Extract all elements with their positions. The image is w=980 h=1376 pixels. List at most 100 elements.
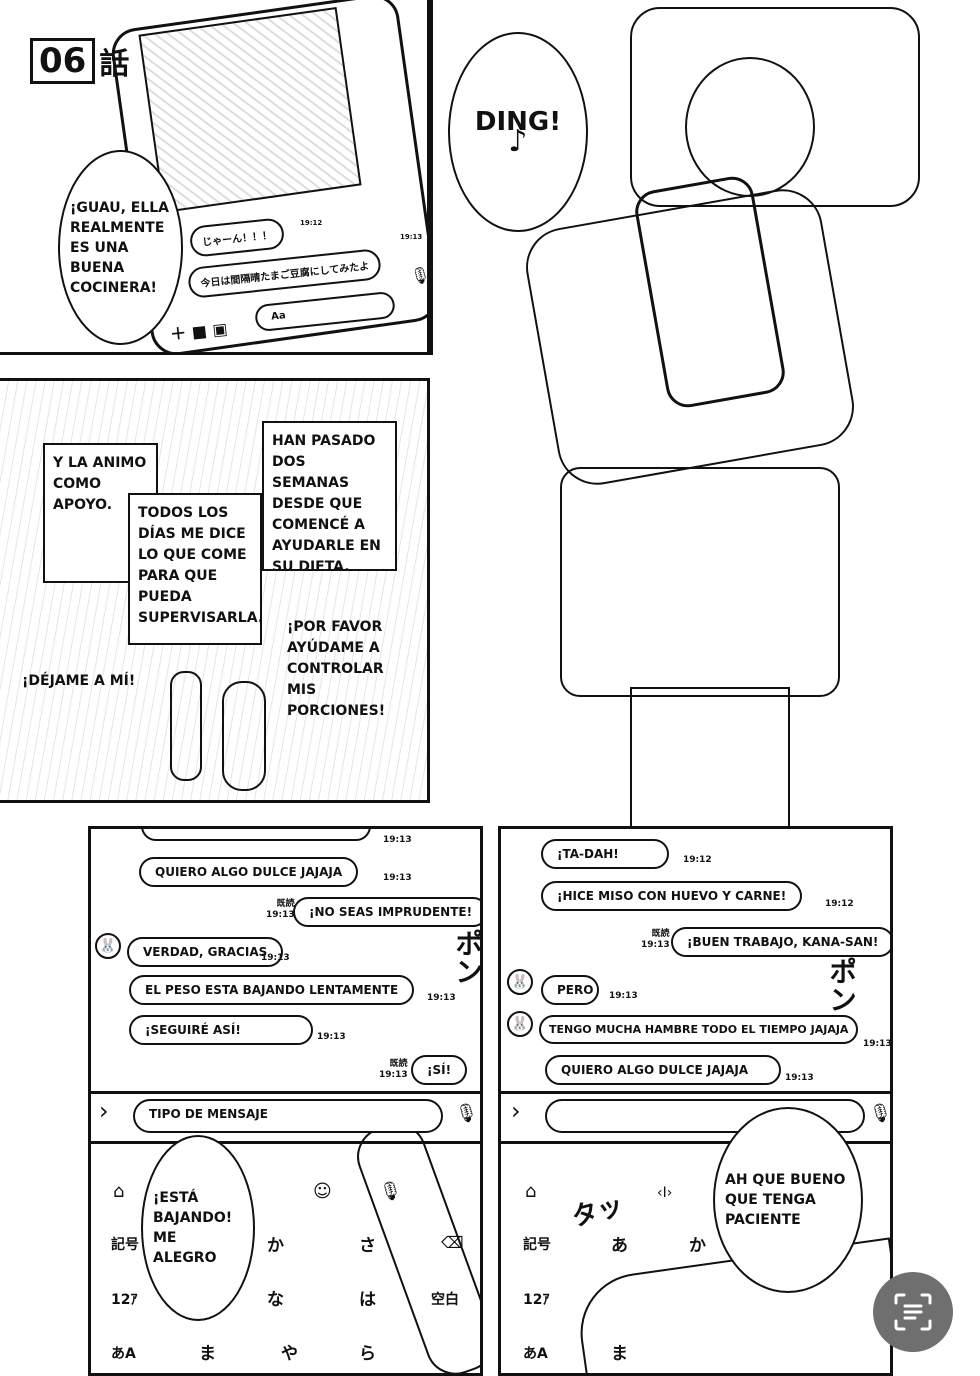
panel-chat-right: ¡TA-DAH! 19:12 ¡HICE MISO CON HUEVO Y CA… [498,826,893,1376]
divider [91,1091,480,1094]
chat-message: TENGO MUCHA HAMBRE TODO EL TIEMPO JAJAJA [539,1015,859,1044]
panel-phone-photo: 06 話 じゃーん！！！ 19:12 今日は間隔晴たまご豆腐にしてみたよ 19:… [0,0,430,355]
text-scan-button[interactable] [873,1272,953,1352]
narration-text: TODOS LOS DÍAS ME DICE LO QUE COME PARA … [138,505,264,626]
sound-effect: ポン [825,957,858,1013]
girl-figure [222,681,266,791]
key[interactable]: な [267,1290,284,1310]
boy-legs [630,687,790,827]
chapter-kanji: 話 [99,47,130,82]
message-text: ¡BUEN TRABAJO, KANA-SAN! [687,935,879,949]
panel-border [430,0,433,355]
ding-text: DING! [474,107,562,137]
chat-message: ¡SEGUIRÉ ASÍ! [129,1015,313,1045]
message-time: 19:12 [825,899,854,909]
microphone-icon[interactable]: 🎙 [869,1103,892,1124]
key[interactable]: あ [611,1236,628,1256]
microphone-icon[interactable]: 🎙 [455,1103,478,1124]
chat-message: ¡SÍ! [411,1055,468,1085]
message-time: 19:13 [317,1032,346,1042]
input-placeholder: TIPO DE MENSAJE [149,1107,268,1121]
key[interactable]: 記号 [111,1237,139,1253]
ding-bubble: DING! ♪ [448,32,588,232]
camera-icon[interactable]: ■ [190,321,208,342]
key[interactable]: か [689,1236,706,1256]
key[interactable]: ま [611,1344,628,1364]
key[interactable]: 記号 [523,1237,551,1253]
expand-icon[interactable]: › [511,1097,521,1125]
expand-icon[interactable]: › [99,1097,109,1125]
input-placeholder: Aa [270,310,287,323]
speech-bubble: ¡ESTÁ BAJANDO! ME ALEGRO [141,1135,255,1321]
message-text: じゃーん！！！ [201,230,273,249]
message-text: ¡HICE MISO CON HUEVO Y CARNE! [557,889,787,903]
message-time: 19:13 [261,953,290,963]
key[interactable]: や [281,1344,298,1364]
narration-box: TODOS LOS DÍAS ME DICE LO QUE COME PARA … [128,493,264,645]
speech-bubble: ¡GUAU, ELLA REALMENTE ES UNA BUENA COCIN… [58,150,183,345]
message-time: 19:13 [383,835,412,845]
message-time: 19:13 [427,993,456,1003]
panel-narration: Y LA ANIMO COMO APOYO. TODOS LOS DÍAS ME… [0,378,430,803]
panel-boy-on-bed: DING! ♪ [430,0,980,827]
message-time: 19:13 [609,991,638,1001]
key[interactable]: 12ｱ [111,1292,138,1308]
food-photo [138,6,362,214]
quote-text: ¡POR FAVOR AYÚDAME A CONTROLAR MIS PORCI… [287,619,386,719]
message-input[interactable]: TIPO DE MENSAJE [133,1099,443,1133]
message-text: TENGO MUCHA HAMBRE TODO EL TIEMPO JAJAJA [549,1023,849,1036]
message-text: ¡SÍ! [427,1063,452,1077]
rabbit-avatar-icon[interactable]: 🐰 [95,933,121,959]
message-time: 19:13 [785,1073,814,1083]
key[interactable]: さ [359,1236,376,1256]
message-text: PERO [557,983,594,997]
chapter-badge: 06 話 [30,38,129,84]
cursor-icon[interactable]: ‹I› [657,1185,673,1201]
message-text: ¡NO SEAS IMPRUDENTE! [309,905,473,919]
mushroom-icon[interactable]: ⌂ [113,1181,125,1202]
read-label: 既読 [389,1059,408,1069]
speech-bubble: AH QUE BUENO QUE TENGA PACIENTE [713,1107,863,1293]
microphone-icon[interactable]: 🎙 [379,1181,402,1202]
key[interactable]: ま [199,1344,216,1364]
chat-message: ¡BUEN TRABAJO, KANA-SAN! [671,927,890,957]
key[interactable]: 空白 [431,1292,459,1308]
key[interactable]: あA [111,1346,136,1362]
key[interactable]: か [267,1236,284,1256]
mushroom-icon[interactable]: ⌂ [525,1181,537,1202]
read-label: 既読 [276,899,295,909]
smile-icon[interactable]: ☺ [313,1181,332,1202]
message-time: 19:12 [300,219,323,227]
quote-text: ¡DÉJAME A MÍ! [22,673,136,689]
backspace-icon[interactable]: ⌫ [441,1233,464,1252]
boy-head [685,57,815,197]
sound-effect: タッ [568,1190,627,1234]
boy-figure [170,671,202,781]
chapter-number: 06 [30,38,96,84]
key[interactable]: ら [359,1344,376,1364]
message-time: 19:13 [379,1070,408,1080]
message-text: EL PESO ESTA BAJANDO LENTAMENTE [145,983,399,997]
message-text: ¡SEGUIRÉ ASÍ! [145,1023,241,1037]
message-time: 19:13 [400,233,423,241]
message-time: 19:13 [383,873,412,883]
key[interactable]: あA [523,1346,548,1362]
read-label: 既読 [651,929,670,939]
image-icon[interactable]: ▣ [211,319,229,340]
chat-message: ¡TA-DAH! [541,839,669,869]
key[interactable]: 12ｱ [523,1292,550,1308]
chat-message [141,829,371,841]
chat-message: ¡HICE MISO CON HUEVO Y CARNE! [541,881,803,911]
key[interactable]: は [359,1290,376,1310]
plus-icon[interactable]: ＋ [169,323,188,344]
bubble-text: ¡ESTÁ BAJANDO! ME ALEGRO [153,1190,233,1266]
rabbit-avatar-icon[interactable]: 🐰 [507,1011,533,1037]
microphone-icon[interactable]: 🎙 [410,266,430,285]
rabbit-avatar-icon[interactable]: 🐰 [507,969,533,995]
message-text: VERDAD, GRACIAS [143,945,268,959]
chat-message: VERDAD, GRACIAS [127,937,284,967]
chat-message: ¡NO SEAS IMPRUDENTE! [293,897,480,927]
